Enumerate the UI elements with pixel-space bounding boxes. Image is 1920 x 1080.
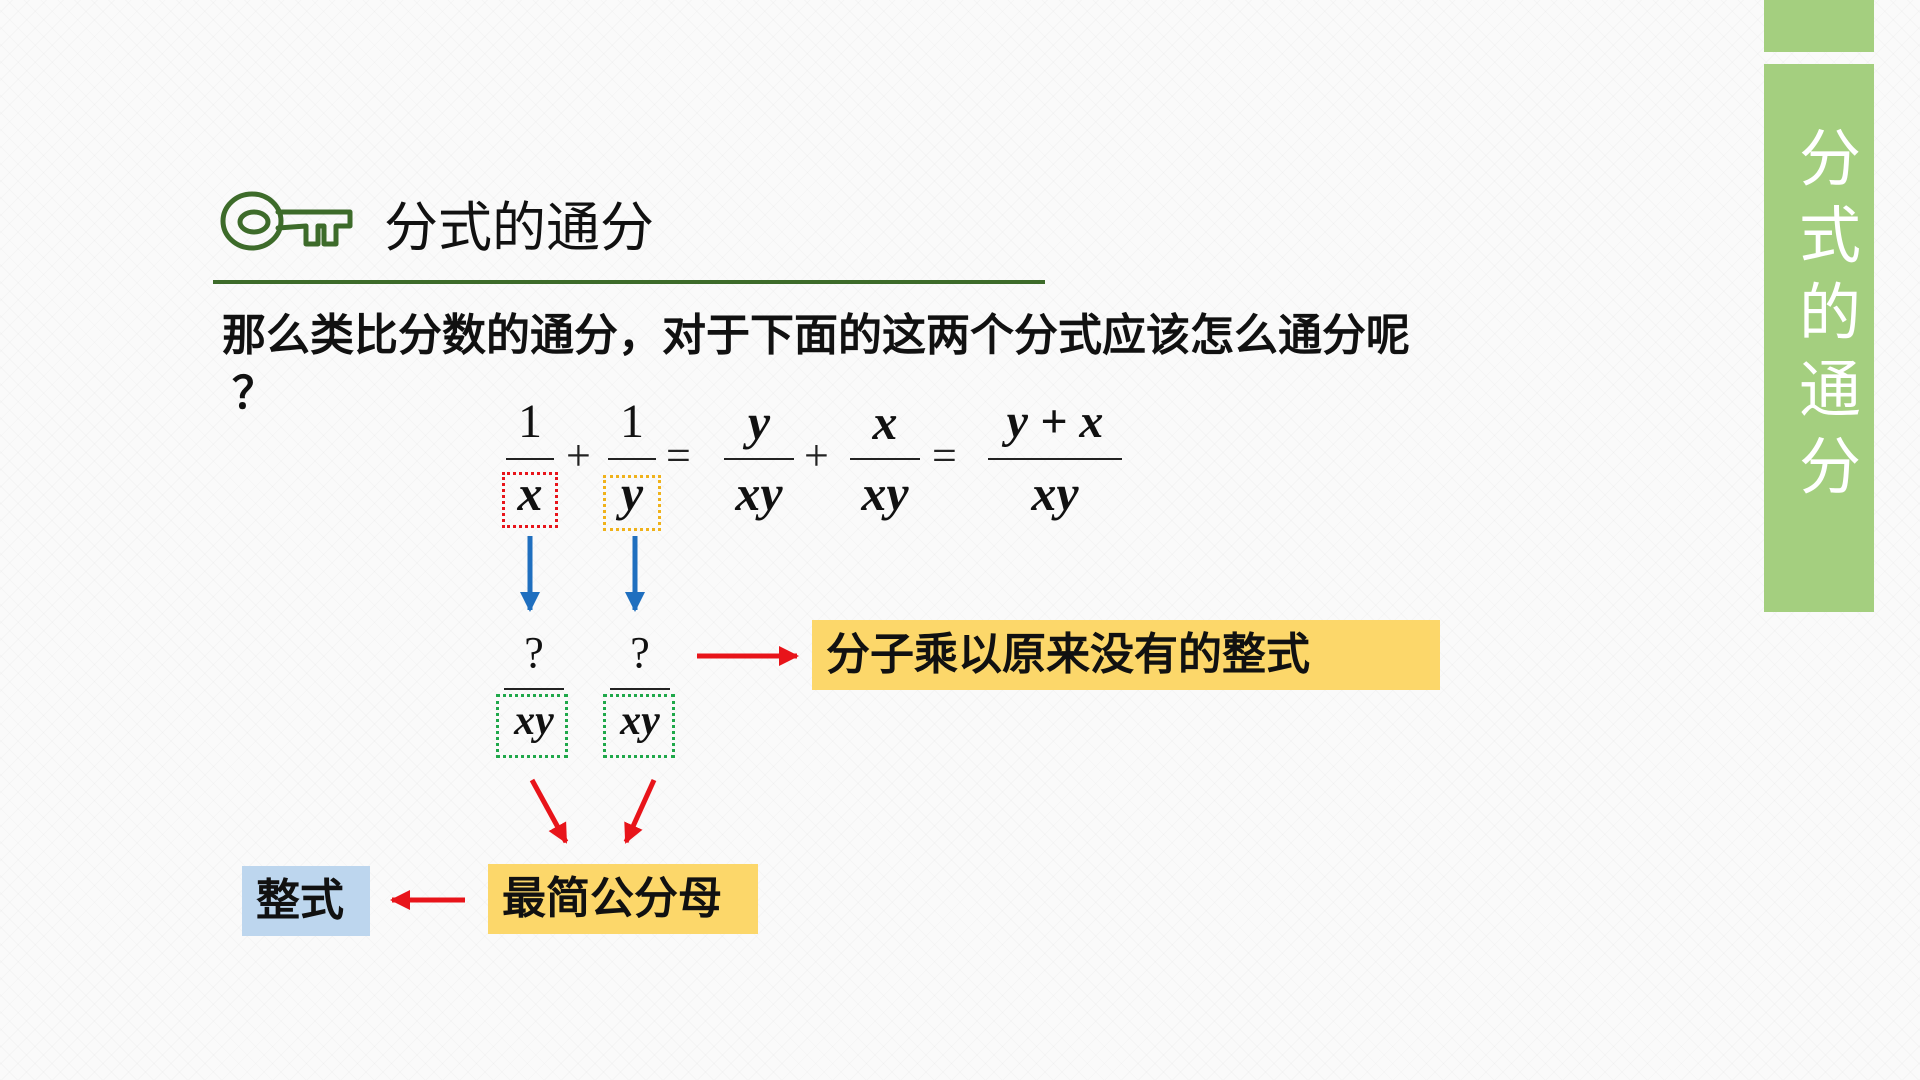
equals-sign: = [666, 431, 691, 480]
header-divider [213, 280, 1045, 284]
fraction-numerator: 1 [518, 395, 542, 448]
fraction-bar [608, 458, 656, 460]
fraction-denominator: xy [861, 465, 909, 521]
diagonal-arrow-icon [623, 778, 657, 844]
fraction-bar [850, 458, 920, 460]
lcd-text: 最简公分母 [502, 873, 722, 924]
header-title: 分式的通分 [384, 196, 654, 259]
fraction-denominator: xy [514, 698, 554, 744]
fraction-1-over-y: 1 y [608, 394, 656, 524]
side-tab: 分式的通分 [1764, 64, 1874, 612]
polynomial-text: 整式 [256, 875, 344, 926]
unknown-fraction-right: ? xy [610, 626, 670, 752]
yellow-dotted-box [603, 475, 661, 531]
equals-sign: = [932, 431, 957, 480]
fraction-denominator: y [620, 465, 644, 521]
key-icon [218, 186, 354, 256]
side-tab-top-strip [1764, 0, 1874, 52]
fraction-y-over-xy: y xy [724, 394, 794, 524]
green-dotted-box [496, 694, 568, 758]
lcd-label: 最简公分母 [488, 864, 758, 934]
fraction-sum-over-xy: y + x xy [988, 394, 1122, 524]
fraction-bar [610, 688, 670, 690]
diagonal-arrow-icon [529, 778, 569, 844]
polynomial-label: 整式 [242, 866, 370, 936]
unknown-fraction-left: ? xy [504, 626, 564, 752]
question-line2: ？ [232, 368, 276, 419]
fraction-numerator: y [747, 394, 771, 450]
fraction-bar [988, 458, 1122, 460]
fraction-bar [724, 458, 794, 460]
fraction-bar [504, 688, 564, 690]
fraction-bar [506, 458, 554, 460]
unknown-numerator: ? [630, 628, 650, 677]
fraction-numerator: 1 [620, 395, 644, 448]
fraction-denominator: xy [1031, 465, 1079, 521]
numerator-note-text: 分子乘以原来没有的整式 [826, 629, 1310, 680]
fraction-numerator: y + x [1006, 395, 1104, 448]
numerator-note-label: 分子乘以原来没有的整式 [812, 620, 1440, 690]
unknown-numerator: ? [524, 628, 544, 677]
plus-sign: + [804, 431, 829, 480]
question-line1: 那么类比分数的通分，对于下面的这两个分式应该怎么通分呢 [222, 310, 1410, 361]
red-dotted-box [502, 472, 558, 528]
fraction-denominator: xy [735, 465, 783, 521]
plus-sign: + [566, 431, 591, 480]
green-dotted-box [603, 694, 675, 758]
fraction-numerator: x [872, 394, 898, 450]
fraction-x-over-xy: x xy [850, 394, 920, 524]
fraction-denominator: xy [620, 698, 660, 744]
